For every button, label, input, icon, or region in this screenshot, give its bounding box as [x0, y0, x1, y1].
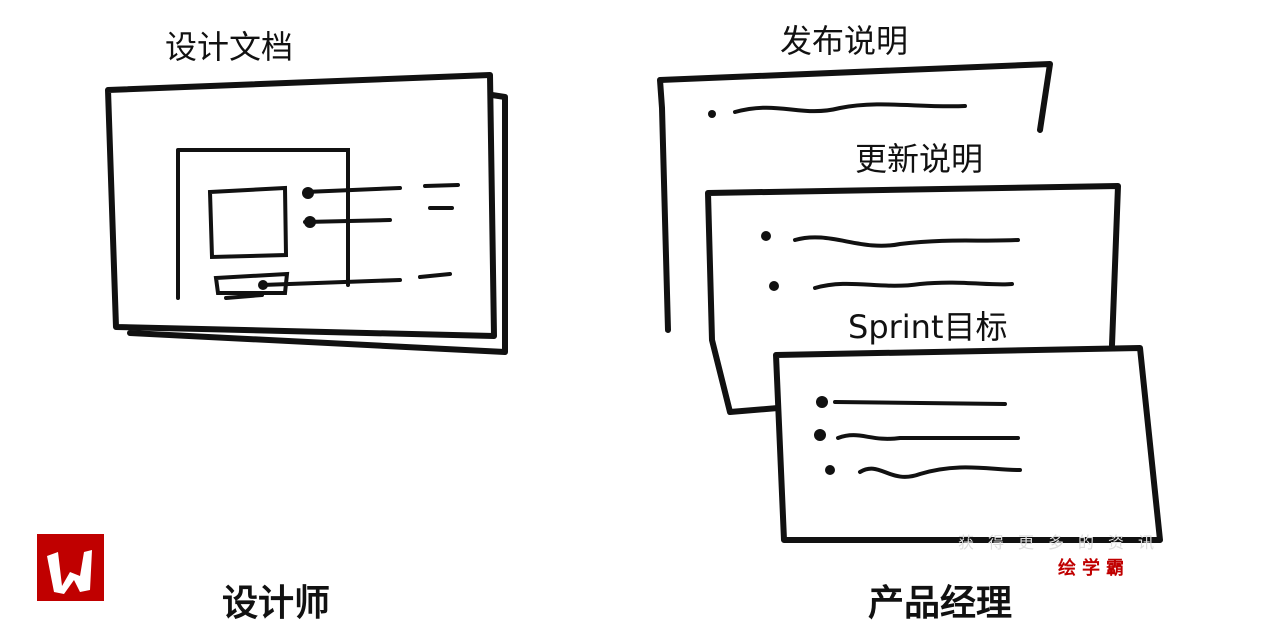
annotation-lines — [224, 186, 402, 300]
wireframe-image — [207, 185, 289, 260]
pm-caption: 产品经理 — [868, 583, 1012, 624]
watermark-text: 获得更多的资讯 — [958, 533, 1168, 552]
update-notes-card: 更新说明 — [705, 140, 1121, 415]
wireframe-frame — [176, 148, 350, 300]
watermark-brand: 绘学霸 — [1058, 557, 1130, 579]
design-doc-label: 设计文档 — [165, 28, 293, 66]
front-page — [105, 72, 497, 339]
design-document-sketch: 设计文档 — [105, 28, 508, 355]
designer-caption: 设计师 — [222, 583, 330, 624]
logo-icon — [37, 534, 104, 601]
card-title-sprint: Sprint目标 — [848, 308, 1008, 346]
back-page — [127, 92, 508, 355]
card-title-release: 发布说明 — [780, 22, 908, 60]
annotation-notes — [418, 183, 460, 279]
wireframe-button — [213, 271, 290, 295]
release-notes-card: 发布说明 — [657, 22, 1053, 333]
card-title-update: 更新说明 — [855, 140, 983, 178]
sprint-goals-card: Sprint目标 — [773, 308, 1163, 543]
